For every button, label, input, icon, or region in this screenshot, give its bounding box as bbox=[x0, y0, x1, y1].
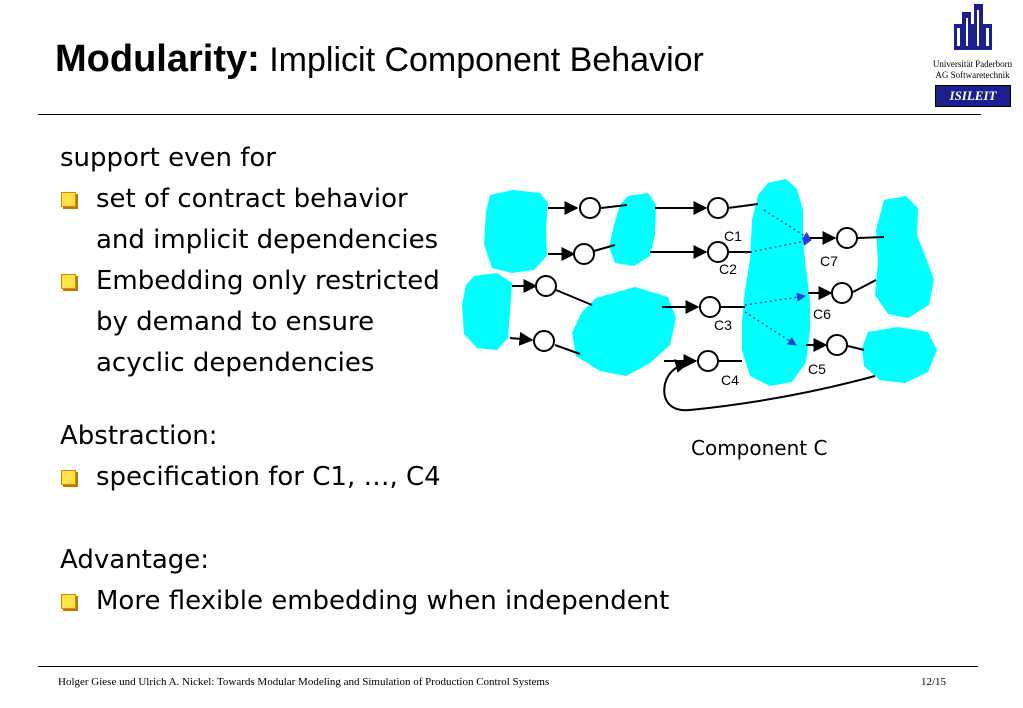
page-number: 12/15 bbox=[921, 676, 947, 688]
connector bbox=[857, 236, 885, 239]
port-circle bbox=[535, 275, 557, 297]
advantage-heading: Advantage: bbox=[60, 545, 210, 575]
component-blob bbox=[484, 190, 548, 273]
diagram-caption: Component C bbox=[691, 436, 827, 460]
component-blob bbox=[462, 273, 512, 350]
component-blob bbox=[862, 327, 937, 383]
connector bbox=[509, 331, 534, 346]
port-c4 bbox=[697, 350, 719, 372]
port-c1 bbox=[707, 197, 729, 219]
connector bbox=[847, 345, 865, 351]
header-divider bbox=[38, 114, 981, 115]
bullet-square-icon bbox=[61, 470, 76, 485]
connector bbox=[554, 344, 581, 355]
university-emblem-icon bbox=[954, 4, 992, 50]
title-keyword: Modularity: bbox=[55, 38, 260, 80]
component-blob bbox=[609, 193, 656, 266]
dependency-arrow bbox=[744, 292, 806, 306]
connector bbox=[600, 204, 628, 209]
connector bbox=[727, 203, 759, 209]
bullet-text: More flexible embedding when independent bbox=[96, 586, 670, 616]
dependency-arrow bbox=[744, 311, 797, 346]
port-circle bbox=[573, 243, 595, 265]
label-c2: C2 bbox=[719, 261, 737, 277]
connector bbox=[555, 289, 593, 306]
bullet-advantage: More flexible embedding when independent bbox=[60, 581, 669, 622]
port-c2 bbox=[707, 241, 729, 263]
bullet-square-icon bbox=[61, 192, 76, 207]
footer-citation: Holger Giese und Ulrich A. Nickel: Towar… bbox=[58, 676, 550, 688]
connector bbox=[593, 244, 616, 252]
logo-group-name: AG Softwaretechnik bbox=[935, 70, 1010, 80]
bullet-continuation: and implicit dependencies bbox=[96, 225, 439, 255]
footer-divider bbox=[38, 666, 978, 667]
bullet-abstraction: specification for C1, …, C4 bbox=[60, 457, 441, 498]
bullet-contract-behavior: set of contract behavior bbox=[60, 179, 408, 220]
bullet-continuation: by demand to ensure bbox=[96, 307, 375, 337]
port-circle bbox=[579, 197, 601, 219]
component-c-blob bbox=[742, 179, 810, 386]
component-blob bbox=[572, 287, 676, 376]
label-c3: C3 bbox=[714, 317, 732, 333]
component-diagram: C1 C2 C3 C4 C5 C6 C7 Component C bbox=[462, 179, 937, 460]
isileit-badge: ISILEIT bbox=[935, 85, 1011, 107]
port-c6 bbox=[831, 282, 853, 304]
bullet-text: specification for C1, …, C4 bbox=[96, 462, 441, 492]
feedback-loop bbox=[663, 359, 876, 412]
title-subject: Implicit Component Behavior bbox=[259, 41, 704, 79]
bullet-square-icon bbox=[61, 274, 76, 289]
port-c3 bbox=[699, 296, 721, 318]
bullet-text: set of contract behavior bbox=[96, 184, 408, 214]
label-c7: C7 bbox=[820, 253, 838, 269]
label-c4: C4 bbox=[721, 372, 739, 388]
label-c5: C5 bbox=[808, 361, 826, 377]
port-circle bbox=[533, 330, 555, 352]
port-c7 bbox=[836, 227, 858, 249]
logo-university-name: Universität Paderborn bbox=[932, 59, 1013, 69]
abstraction-heading: Abstraction: bbox=[60, 421, 218, 451]
slide-title: Modularity: Implicit Component Behavior bbox=[55, 40, 704, 78]
bullet-embedding: Embedding only restricted bbox=[60, 261, 440, 302]
port-c5 bbox=[826, 334, 848, 356]
bullet-square-icon bbox=[61, 594, 76, 609]
intro-text: support even for bbox=[60, 143, 276, 173]
label-c6: C6 bbox=[813, 306, 831, 322]
bullet-text: Embedding only restricted bbox=[96, 266, 440, 296]
component-blob bbox=[875, 196, 934, 318]
bullet-continuation: acyclic dependencies bbox=[96, 348, 375, 378]
label-c1: C1 bbox=[724, 228, 742, 244]
dependency-arrow bbox=[763, 209, 812, 241]
university-logo: Universität Paderborn AG Softwaretechnik… bbox=[925, 2, 1020, 114]
connector bbox=[852, 279, 877, 293]
dependency-arrow bbox=[744, 237, 812, 254]
